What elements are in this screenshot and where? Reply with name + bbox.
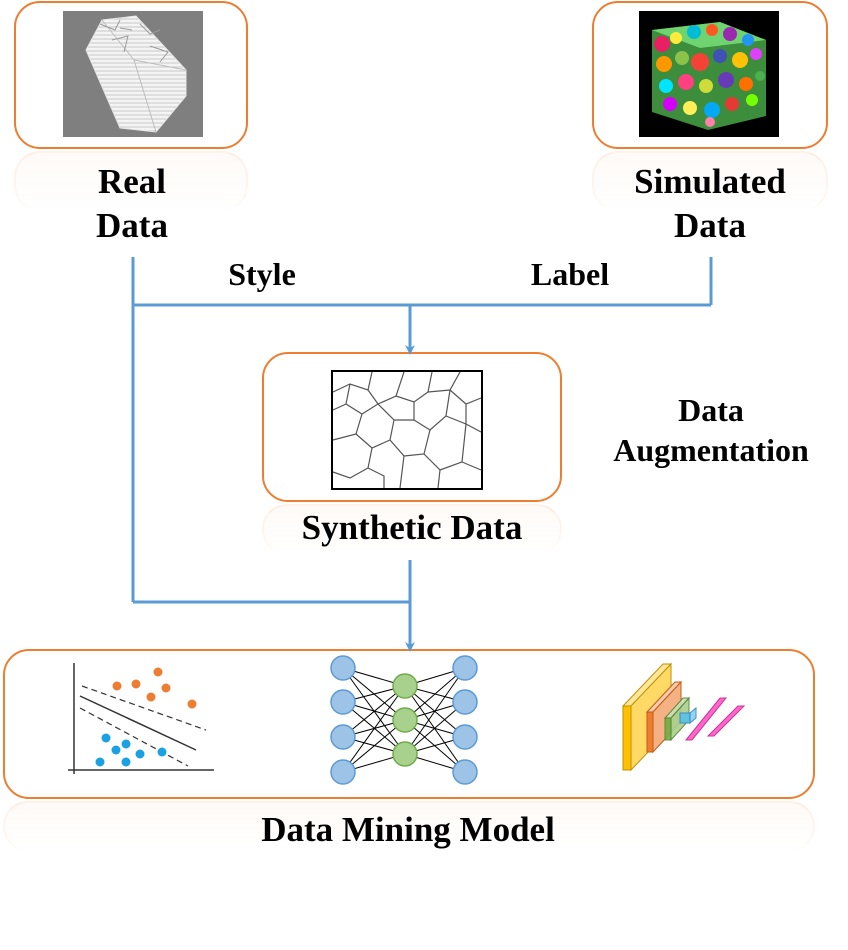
svm-illustration — [68, 663, 214, 774]
neural-network-illustration — [330, 655, 478, 785]
connector-lines — [131, 257, 713, 652]
cnn-illustration — [621, 662, 746, 772]
label-edge-label: Label — [530, 256, 610, 292]
simulated-data-label: Simulated Data — [634, 162, 786, 245]
data-mining-model-box-reflection — [3, 801, 815, 851]
real-data-image — [63, 11, 203, 137]
synthetic-data-box-reflection — [262, 504, 562, 554]
real-data-label: Real Data — [96, 162, 168, 245]
style-edge-label: Style — [228, 256, 296, 292]
synthetic-data-image — [331, 370, 483, 490]
data-mining-model-label: Data Mining Model — [261, 810, 555, 849]
synthetic-data-label: Synthetic Data — [301, 508, 523, 547]
data-augmentation-label: Data Augmentation — [613, 392, 809, 468]
simulated-data-box-reflection — [592, 151, 828, 211]
real-data-box-reflection — [14, 151, 248, 211]
simulated-data-image — [639, 11, 779, 137]
